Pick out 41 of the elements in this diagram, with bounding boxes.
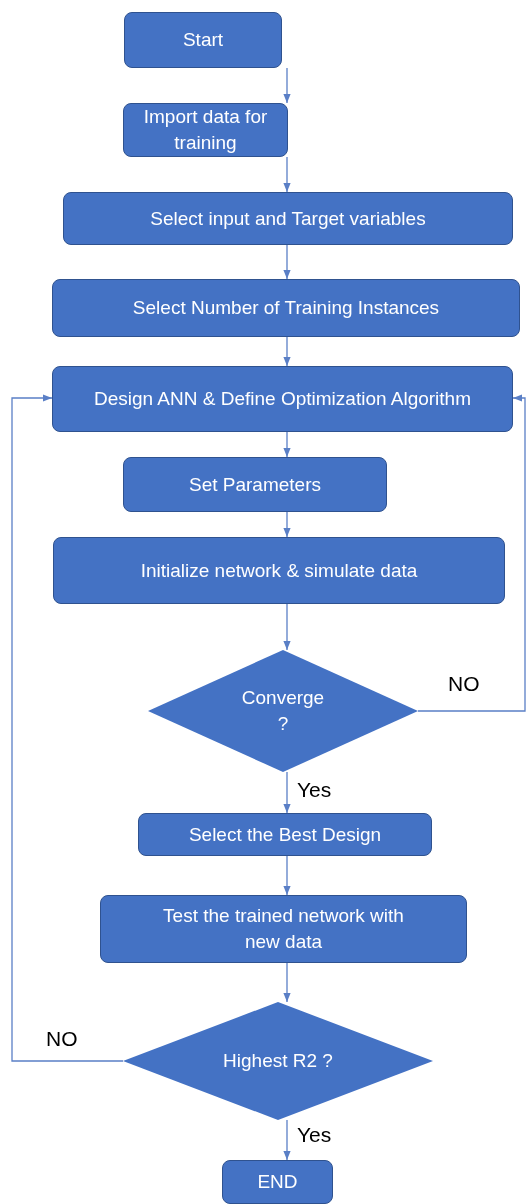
process-box — [52, 279, 520, 337]
node-text: END — [257, 1170, 298, 1195]
arrow — [283, 244, 291, 280]
arrow — [283, 855, 291, 896]
process-box — [123, 103, 288, 157]
arrow — [283, 336, 291, 367]
arrow — [283, 511, 291, 538]
node-text: Highest R2 ? — [223, 1049, 333, 1074]
node-text: Start — [182, 28, 224, 53]
node-text: Design ANN & Define Optimization Algorithm — [94, 387, 471, 412]
terminal-box — [222, 1160, 333, 1204]
node-text: Import data for training — [142, 105, 269, 155]
process-box — [52, 366, 513, 432]
arrow — [283, 431, 291, 458]
process-box — [53, 537, 505, 604]
arrow — [11, 394, 124, 1062]
node-text: Select the Best Design — [188, 822, 382, 847]
arrow — [283, 603, 291, 651]
edge-label: NO — [46, 1027, 78, 1051]
arrow — [283, 1119, 291, 1161]
node-text: Select Number of Training Instances — [132, 296, 440, 321]
process-box — [138, 813, 432, 856]
arrow — [417, 394, 526, 712]
node-text: Test the trained network with new data — [162, 904, 405, 954]
decision-diamond — [123, 1002, 433, 1120]
node-text: Select input and Target variables — [150, 206, 426, 231]
arrow — [283, 771, 291, 814]
terminal-box — [124, 12, 282, 68]
arrow — [283, 67, 291, 104]
process-box — [123, 457, 387, 512]
arrow — [283, 156, 291, 193]
arrow — [283, 962, 291, 1003]
node-text: Converge ? — [240, 686, 326, 736]
edge-label: Yes — [297, 778, 332, 802]
node-text: Initialize network & simulate data — [140, 558, 418, 583]
edge-label: Yes — [297, 1123, 332, 1147]
edge-label: NO — [448, 672, 480, 696]
process-box — [100, 895, 467, 963]
node-text: Set Parameters — [189, 472, 321, 497]
decision-diamond — [148, 650, 418, 772]
process-box — [63, 192, 513, 245]
